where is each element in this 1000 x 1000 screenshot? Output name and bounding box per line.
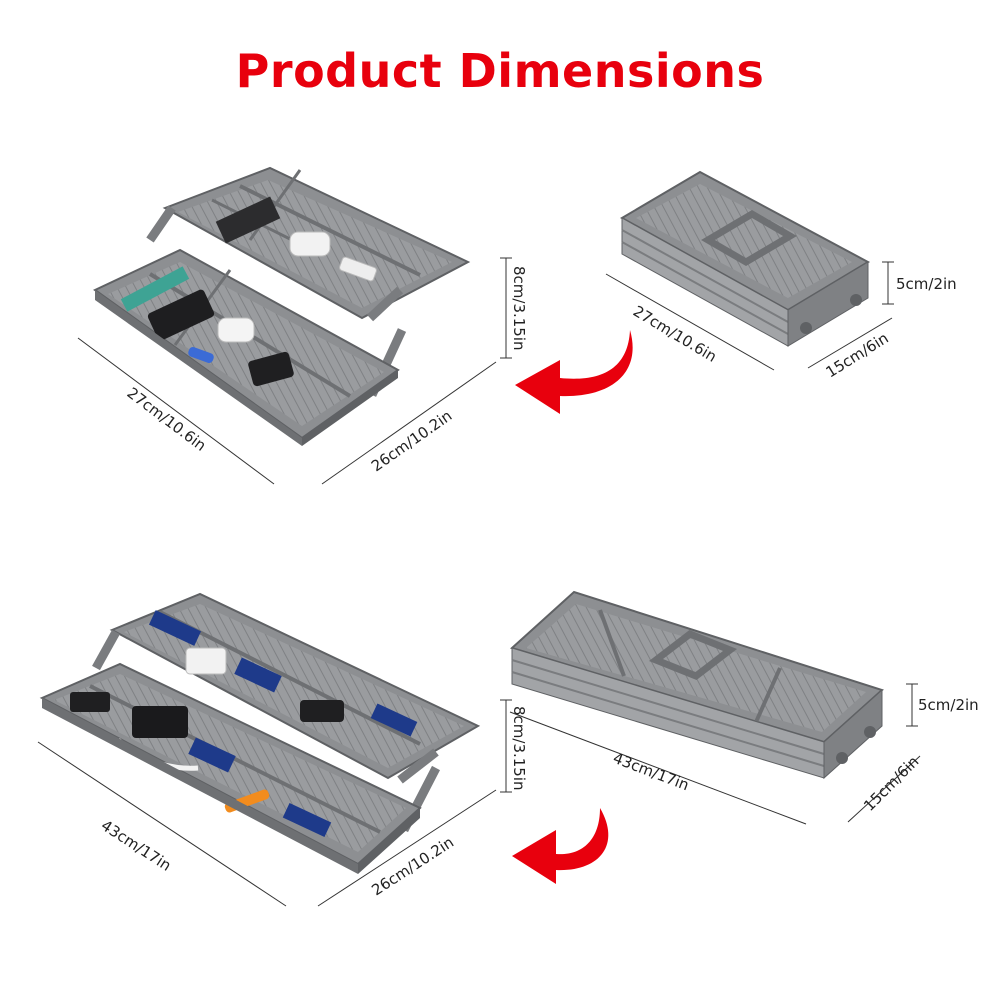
dimension-lines-bottom-left <box>37 699 512 907</box>
height-label-top-expanded: 8cm/3.15in <box>510 266 528 351</box>
height-label-bottom-folded: 5cm/2in <box>918 696 979 714</box>
depth-label-top-folded: 15cm/6in <box>823 329 892 381</box>
expanded-organizer-large <box>39 592 481 874</box>
width-label-top-folded: 27cm/10.6in <box>630 302 720 366</box>
depth-label-top-expanded: 26cm/10.2in <box>368 407 455 476</box>
height-label-top-folded: 5cm/2in <box>896 275 957 293</box>
folded-organizer-small <box>619 170 871 347</box>
folded-organizer-large <box>510 590 884 780</box>
height-label-bottom-expanded: 8cm/3.15in <box>510 706 528 791</box>
fold-arrow-icon-top <box>515 330 633 414</box>
page-title: Product Dimensions <box>235 44 765 98</box>
dimension-lines-bottom-right <box>509 683 921 825</box>
fold-arrow-icon-bottom <box>512 808 609 884</box>
width-label-top-expanded: 27cm/10.6in <box>124 384 210 455</box>
dimension-lines-top-right <box>605 261 894 371</box>
width-label-bottom-folded: 43cm/17in <box>611 749 692 794</box>
depth-label-bottom-folded: 15cm/6in <box>860 752 922 814</box>
expanded-organizer-small <box>93 166 471 446</box>
dimension-lines-top-left <box>77 257 512 485</box>
